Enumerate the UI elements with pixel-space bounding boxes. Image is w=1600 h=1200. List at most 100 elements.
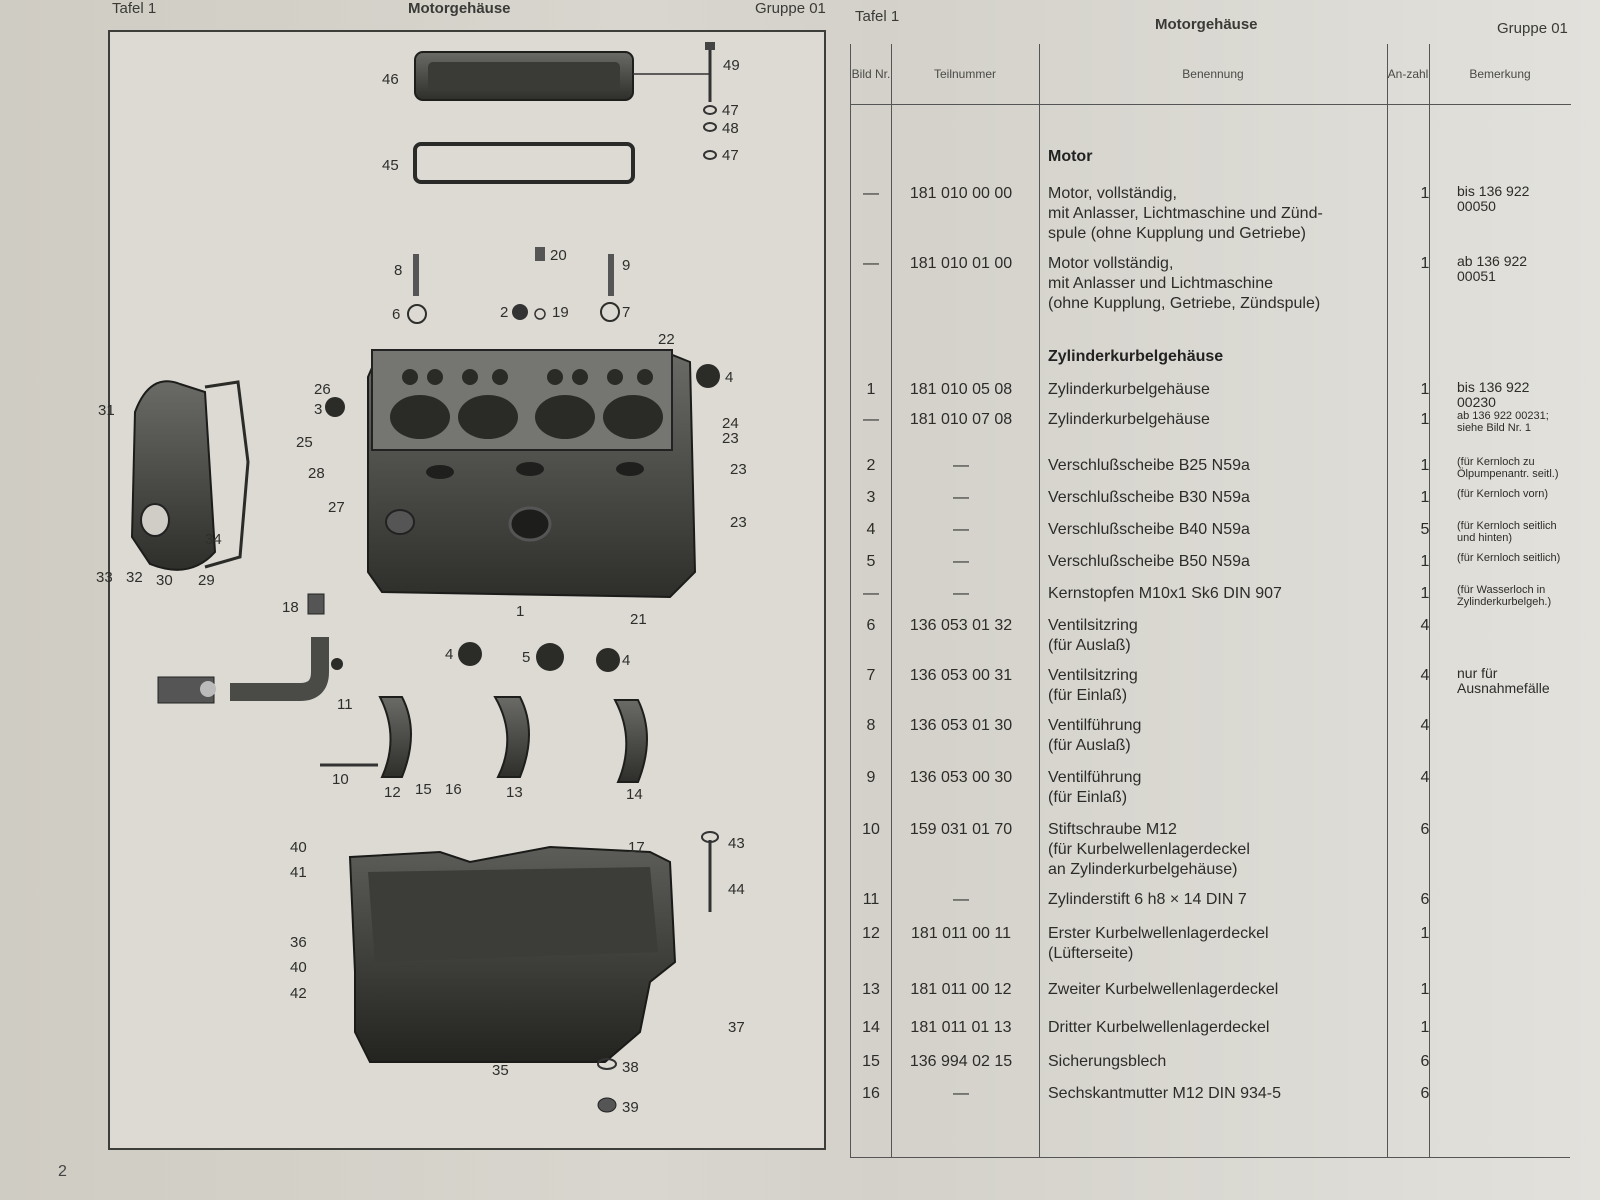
callout: 41 [290,864,307,881]
header-bild: Bild Nr. [851,67,891,81]
core-plug-5-part [536,643,564,671]
cell-bild-nr: 8 [866,717,876,734]
cell-anzahl: 1 [1420,489,1430,506]
cell-bild-nr: 10 [862,821,880,838]
callout: 24 [722,415,739,432]
cell-benennung: Zylinderkurbelgehäuse [1048,381,1210,398]
callout: 4 [622,652,630,669]
cell-teilnummer: 136 994 02 15 [909,1053,1013,1070]
callout: 20 [550,247,567,264]
cell-anzahl: 6 [1420,1053,1430,1070]
cell-benennung: Motor, vollständig, mit Anlasser, Lichtm… [1048,185,1323,242]
cell-bild-nr: 1 [866,381,876,398]
callout: 40 [290,959,307,976]
valve-cover-part [414,51,710,101]
callout: 16 [445,781,462,798]
cell-anzahl: 6 [1420,1085,1430,1102]
core-plug-4b-part [596,648,620,672]
callout: 39 [622,1099,639,1116]
cell-bemerkung: bis 136 922 00230 [1457,379,1530,410]
cell-anzahl: 1 [1420,553,1430,570]
cell-benennung: Stiftschraube M12 (für Kurbelwellenlager… [1048,821,1250,878]
cell-teilnummer: 159 031 01 70 [909,821,1013,838]
cell-benennung: Sicherungsblech [1048,1053,1167,1070]
callout: 29 [198,572,215,589]
exploded-diagram: 46 49 47 48 45 47 8 20 9 6 2 19 7 22 4 2… [96,30,826,1150]
cell-teilnummer: 136 053 01 32 [909,617,1013,634]
callout: 40 [290,839,307,856]
cell-bild-nr: — [863,185,879,202]
cell-anzahl: 6 [1420,891,1430,908]
callout: 48 [722,120,739,137]
cell-teilnummer: — [953,585,969,602]
cell-anzahl: 1 [1420,925,1430,942]
cell-bild-nr: 12 [862,925,880,942]
cell-bemerkung: nur für Ausnahmefälle [1457,665,1550,696]
section-title: Zylinderkurbelgehäuse [1048,348,1224,365]
callout: 43 [728,835,745,852]
cell-anzahl: 4 [1420,717,1430,734]
callout: 9 [622,257,630,274]
cell-benennung: Verschlußscheibe B30 N59a [1048,489,1250,506]
cell-bild-nr: — [863,255,879,272]
callout: 11 [337,696,353,713]
cell-bild-nr: 11 [862,891,880,908]
callout: 1 [516,603,524,620]
callout: 2 [500,304,508,321]
callout: 4 [725,369,733,386]
right-gruppe-label: Gruppe 01 [1497,20,1568,37]
cell-anzahl: 1 [1420,185,1430,202]
cell-anzahl: 1 [1420,457,1430,474]
cell-bild-nr: 3 [866,489,876,506]
callout: 42 [290,985,307,1002]
callout: 38 [622,1059,639,1076]
callout: 15 [415,781,432,798]
cell-benennung: Ventilsitzring (für Auslaß) [1048,617,1138,654]
cell-bemerkung: bis 136 922 00050 [1457,183,1530,214]
callout: 3 [314,401,322,418]
callout: 33 [96,569,113,586]
bolt-49-part [703,42,717,160]
timing-cover-part [130,380,250,571]
cell-teilnummer: 136 053 00 30 [909,769,1013,786]
callout: 13 [506,784,523,801]
callout: 36 [290,934,307,951]
cell-benennung: Motor vollständig, mit Anlasser und Lich… [1048,255,1321,312]
callout: 5 [522,649,530,666]
callout: 14 [626,786,643,803]
header-teilnummer: Teilnummer [933,67,996,81]
core-plug-front-part [325,397,345,417]
left-page-title: Motorgehäuse [408,0,511,17]
header-benennung: Benennung [1182,67,1244,81]
callout: 23 [730,514,747,531]
cell-benennung: Ventilführung (für Auslaß) [1048,717,1142,754]
cell-teilnummer: 181 011 00 11 [911,925,1011,942]
header-anzahl: An-zahl [1387,67,1429,81]
callout: 8 [394,262,402,279]
cell-bild-nr: 13 [862,981,880,998]
cell-benennung: Verschlußscheibe B40 N59a [1048,521,1250,538]
callout: 30 [156,572,173,589]
cell-anzahl: 4 [1420,769,1430,786]
cell-anzahl: 1 [1420,981,1430,998]
callout: 10 [332,771,349,788]
cell-teilnummer: — [953,553,969,570]
callout: 47 [722,102,739,119]
cell-bemerkung: (für Wasserloch in Zylinderkurbelgeh.) [1457,584,1552,608]
cell-benennung: Verschlußscheibe B25 N59a [1048,457,1250,474]
table-header: Bild Nr. Teilnummer Benennung An-zahl Be… [851,44,1571,105]
callout: 7 [622,304,630,321]
cell-teilnummer: — [953,1085,969,1102]
cell-bild-nr: 14 [862,1019,880,1036]
cell-anzahl: 4 [1420,667,1430,684]
cell-teilnummer: 136 053 00 31 [909,667,1013,684]
callout: 26 [314,381,331,398]
cell-bild-nr: 16 [862,1085,880,1102]
cell-teilnummer: 181 010 01 00 [909,255,1013,272]
cell-teilnummer: 181 010 05 08 [909,381,1013,398]
cell-anzahl: 1 [1420,585,1430,602]
cell-anzahl: 1 [1420,255,1430,272]
callout: 37 [728,1019,745,1036]
callout: 23 [722,430,739,447]
cell-bild-nr: 4 [866,521,876,538]
